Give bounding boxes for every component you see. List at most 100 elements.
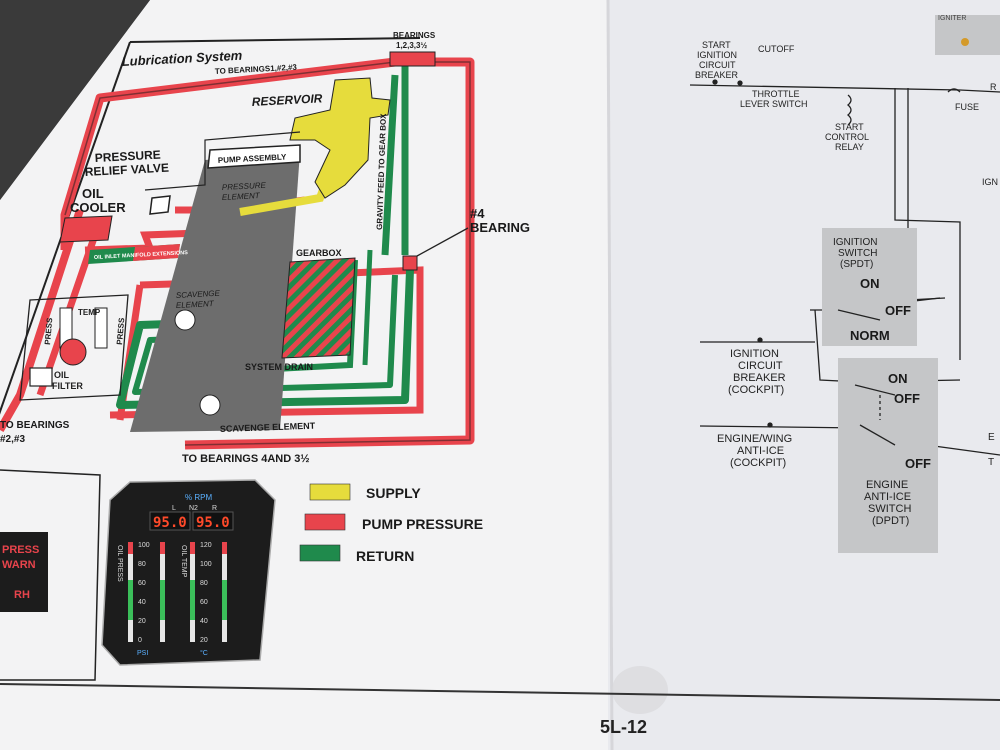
rpm-l-label: L [172,505,176,512]
diagram-title: Lubrication System [121,48,243,69]
relief-valve-symbol [149,195,171,215]
scavenge-element-label-1: SCAVENGE [176,289,221,300]
temp-sensor-label: TEMP [78,308,101,317]
gauge-redline-press-r [160,542,165,554]
to-bearings-left-1: TO BEARINGS [0,420,70,431]
to-bearings-left-2: #2,#3 [0,434,25,445]
warn-line-2: WARN [2,559,36,571]
press-unit-label: PSI [137,650,148,657]
rpm-n2-label: N2 [189,505,198,512]
n2-left-readout: 95.0 [153,515,187,531]
gauge-scale-label: 100 [200,561,212,568]
relief-valve-label-1: PRESSURE [94,148,161,165]
gauge-scale-label: 0 [138,637,142,644]
gauge-scale-label: 40 [138,599,146,606]
press-right-label: PRESS [115,317,126,345]
anti-off2-label: OFF [905,456,931,471]
start-breaker-label-2: IGNITION [697,50,737,60]
engine-gauge-panel: % RPM L N2 R 95.0 95.0 10080604020012010… [101,479,276,666]
ign-switch-label-2: SWITCH [838,248,877,259]
eng-anti-label-2: ANTI-ICE [864,491,911,503]
start-relay-label-2: CONTROL [825,132,869,142]
gauge-green-temp-r [222,580,227,620]
pump-assembly-label: PUMP ASSEMBLY [218,152,288,165]
pressure-element-label-2: ELEMENT [222,191,261,202]
relief-valve-label-2: RELIEF VALVE [84,161,169,179]
eng-wing-label-1: ENGINE/WING [717,433,792,445]
paper-shadow-corner [0,0,150,200]
legend-swatch-return [299,544,341,562]
temp-unit-label: °C [200,649,208,657]
edge-r-label: R [990,82,997,92]
ign-breaker-label-2: CIRCUIT [738,360,783,372]
legend-label-pressure: PUMP PRESSURE [362,516,483,532]
eng-anti-label-1: ENGINE [866,479,908,491]
anti-off-label: OFF [894,391,920,406]
throttle-label-2: LEVER SWITCH [740,99,808,109]
anti-ice-switch-box [838,358,938,553]
rpm-r-label: R [212,505,217,512]
gauge-scale-label: 20 [138,618,146,625]
oil-cooler-label-1: OIL [82,186,104,201]
scavenge-element-label-2: ELEMENT [176,299,215,310]
page-number: 5L-12 [600,717,647,737]
oil-cooler-box [59,215,113,243]
ign-breaker-label-4: (COCKPIT) [728,384,784,396]
eng-wing-label-3: (COCKPIT) [730,457,786,469]
reservoir-tank [289,77,391,199]
pressure-element-label-1: PRESSURE [222,181,267,192]
wiring-labels: START IGNITION CIRCUIT BREAKER CUTOFF TH… [695,15,998,527]
start-breaker-label-1: START [702,40,731,50]
edge-t-label: T [988,457,994,468]
ign-breaker-label-3: BREAKER [733,372,786,384]
bearing4-label-1: #4 [470,206,485,221]
paper-stain [612,666,668,714]
gauge-scale-label: 20 [200,637,208,644]
oil-filter-label-1: OIL [54,370,70,380]
legend-label-supply: SUPPLY [366,485,421,501]
page-bottom-rule [0,683,1000,701]
oil-temp-label: OIL TEMP [180,545,187,578]
legend-swatch-pressure [304,513,346,531]
oil-filter-symbol [59,338,87,366]
gauge-redline-temp-l [190,542,195,554]
start-breaker-label-4: BREAKER [695,70,739,80]
pump-assembly-body [130,152,300,432]
bearing4-box [402,255,418,271]
gauge-scale-label: 120 [200,542,212,549]
gauge-redline-press-l [128,542,133,554]
scavenge-element-bottom-label: SCAVENGE ELEMENT [220,421,316,434]
scavenge-pump-rotor-2 [199,394,221,416]
eng-anti-label-4: (DPDT) [872,515,909,527]
gauge-scale-label: 100 [138,542,150,549]
paper-right-sheet [608,0,1000,750]
warn-line-1: PRESS [2,544,39,556]
ign-breaker-label-1: IGNITION [730,348,779,360]
fuse-label: FUSE [955,102,979,112]
bearings-top-nums: 1,2,3,3½ [396,41,427,50]
page-fold [606,0,614,750]
oil-filter-label-2: FILTER [52,381,83,391]
ign-off-label: OFF [885,303,911,318]
bearings-top-box [389,51,436,67]
gearbox-label: GEARBOX [296,248,342,258]
lubrication-diagram: Lubrication System PUMP ASSEMBLY PRESSUR… [0,31,530,465]
start-relay-label-3: RELAY [835,142,864,152]
n2-right-readout: 95.0 [196,515,230,531]
manifold-label: OIL INLET MANIFOLD EXTENSIONS [94,250,189,261]
gauge-green-press-r [160,580,165,620]
start-relay-label-1: START [835,122,864,132]
legend-swatch-supply [309,483,351,501]
gauge-green-press-l [128,580,133,620]
color-legend: SUPPLY PUMP PRESSURE RETURN [299,483,483,564]
ign-switch-label-1: IGNITION [833,237,877,248]
return-line-gravity [381,62,409,256]
ignition-switch-box [822,228,917,346]
gauge-scale-label: 80 [138,561,146,568]
igniter-box [935,15,1000,55]
system-drain-label: SYSTEM DRAIN [245,362,313,372]
ign-switch-label-3: (SPDT) [840,259,873,270]
to-bearings-top-label: TO BEARINGS1,#2,#3 [215,63,298,76]
legend-label-return: RETURN [356,548,414,564]
